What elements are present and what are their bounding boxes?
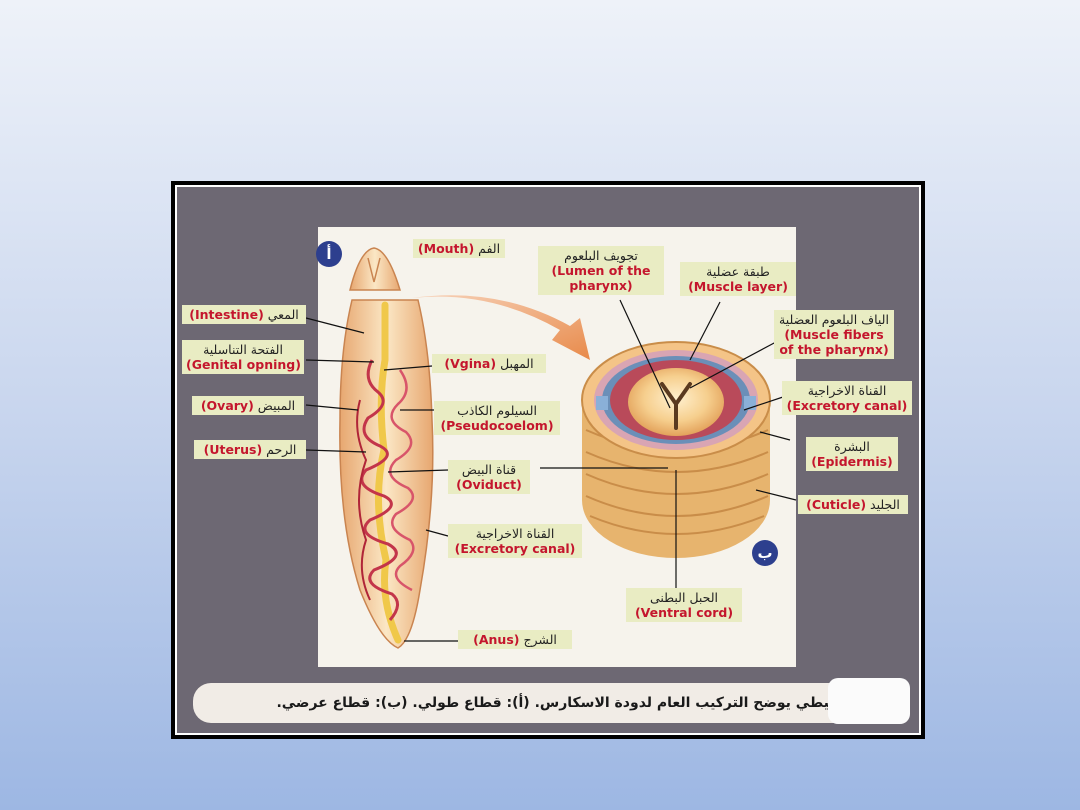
label-anus-ar: الشرج (523, 632, 557, 647)
label-mouth-ar: الفم (478, 241, 501, 256)
figure-caption: رسم تخطيطي يوضح التركيب العام لدودة الاس… (193, 683, 908, 723)
label-ventral-cord-ar: الحبل البطنى (649, 590, 719, 605)
label-ventral-cord-en: (Ventral cord) (634, 605, 734, 620)
label-ovary-en: (Ovary) (200, 398, 254, 413)
label-epidermis: البشرة (Epidermis) (806, 437, 898, 471)
transition-arrow (412, 295, 590, 360)
label-mouth-en: (Mouth) (417, 241, 475, 256)
label-lumen-pharynx-ar: تجويف البلعوم (564, 248, 638, 263)
label-pseudocoelom-en: (Pseudocoelom) (440, 418, 554, 433)
label-uterus: الرحم (Uterus) (194, 440, 306, 459)
label-muscle-fibers-en: (Muscle fibers of the pharynx) (779, 327, 889, 357)
label-oviduct-ar: قناة البيض (461, 462, 517, 477)
label-ovary: المبيض (Ovary) (192, 396, 304, 415)
label-uterus-en: (Uterus) (203, 442, 263, 457)
label-anus-en: (Anus) (473, 632, 520, 647)
label-muscle-layer: طبقة عضلية (Muscle layer) (680, 262, 796, 296)
figure-caption-text: رسم تخطيطي يوضح التركيب العام لدودة الاس… (276, 695, 896, 711)
label-excretory-canal-left-en: (Excretory canal) (454, 541, 576, 556)
label-pseudocoelom: السيلوم الكاذب (Pseudocoelom) (434, 401, 560, 435)
label-vagina: المهبل (Vgina) (432, 354, 546, 373)
label-vagina-en: (Vgina) (444, 356, 497, 371)
label-uterus-ar: الرحم (266, 442, 297, 457)
pointer-lines (305, 299, 797, 642)
worm-mouth (367, 257, 381, 283)
label-pseudocoelom-ar: السيلوم الكاذب (457, 403, 537, 418)
label-genital-opening-en: (Genital opning) (186, 357, 301, 372)
worm-ovary-coils (356, 399, 371, 601)
label-vagina-ar: المهبل (500, 356, 534, 371)
label-cuticle-ar: الجليد (870, 497, 900, 512)
label-excretory-canal-right-ar: القناة الاخراجية (807, 383, 887, 398)
label-epidermis-en: (Epidermis) (811, 454, 893, 469)
section-b-badge: ب (752, 540, 778, 566)
label-muscle-fibers-ar: الياف البلعوم العضلية (779, 312, 889, 327)
label-oviduct-en: (Oviduct) (456, 477, 522, 492)
label-cuticle: الجليد (Cuticle) (798, 495, 908, 514)
label-lumen-pharynx-en: (Lumen of the pharynx) (551, 263, 651, 293)
label-intestine-en: (Intestine) (189, 307, 264, 322)
label-genital-opening-ar: الفتحة التناسلية (203, 342, 283, 357)
label-intestine: المعي (Intestine) (182, 305, 306, 324)
label-lumen-pharynx: تجويف البلعوم (Lumen of the pharynx) (538, 246, 664, 295)
worm-uterus-coils (360, 359, 399, 621)
label-ventral-cord: الحبل البطنى (Ventral cord) (626, 588, 742, 622)
section-a-badge: أ (316, 241, 342, 267)
label-mouth: الفم (Mouth) (413, 239, 505, 258)
label-oviduct: قناة البيض (Oviduct) (448, 460, 530, 494)
label-excretory-canal-left: القناة الاخراجية (Excretory canal) (448, 524, 582, 558)
cross-section (581, 341, 771, 558)
label-anus: الشرج (Anus) (458, 630, 572, 649)
label-muscle-layer-ar: طبقة عضلية (706, 264, 770, 279)
label-muscle-layer-en: (Muscle layer) (688, 279, 788, 294)
label-excretory-canal-right: القناة الاخراجية (Excretory canal) (782, 381, 912, 415)
label-ovary-ar: المبيض (257, 398, 296, 413)
label-excretory-canal-right-en: (Excretory canal) (786, 398, 908, 413)
worm-body (339, 299, 434, 649)
worm-oviduct-coils (388, 369, 415, 592)
label-epidermis-ar: البشرة (834, 439, 870, 454)
label-genital-opening: الفتحة التناسلية (Genital opning) (182, 340, 304, 374)
label-excretory-canal-left-ar: القناة الاخراجية (475, 526, 555, 541)
label-cuticle-en: (Cuticle) (806, 497, 867, 512)
worm-head (349, 247, 402, 291)
label-muscle-fibers: الياف البلعوم العضلية (Muscle fibers of … (774, 310, 894, 359)
caption-whiteout (828, 678, 910, 724)
label-intestine-ar: المعي (267, 307, 299, 322)
